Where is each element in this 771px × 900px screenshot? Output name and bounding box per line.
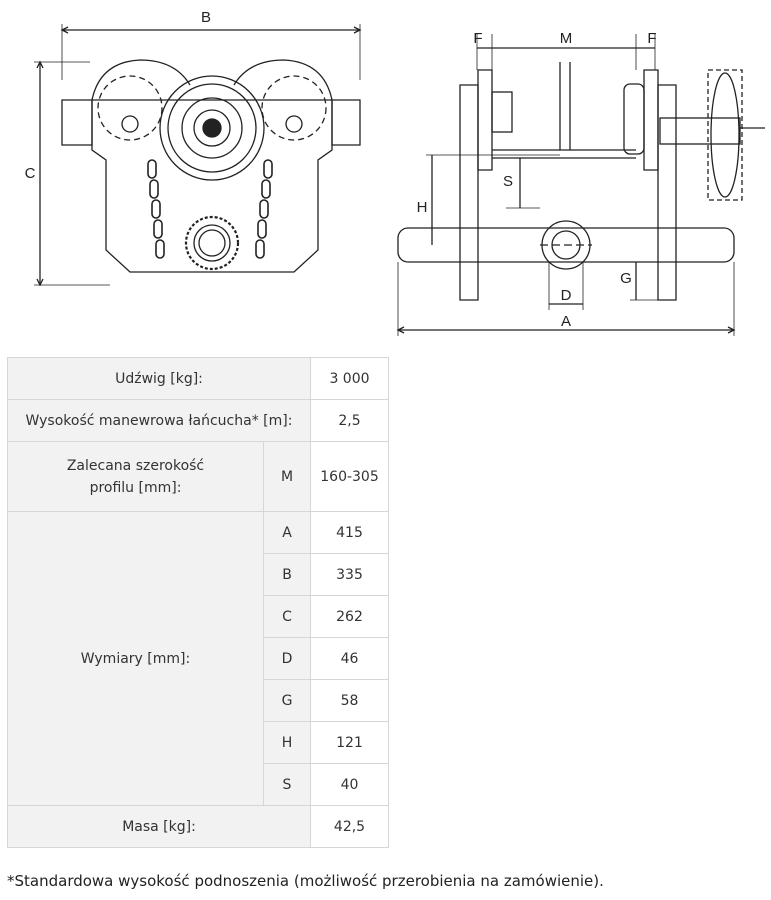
- table-row: B 335: [8, 553, 389, 596]
- table-row: Udźwig [kg]: 3 000: [7, 357, 389, 400]
- mass-label: Masa [kg]:: [7, 805, 311, 848]
- table-row: G 58: [8, 679, 389, 722]
- table-row: Masa [kg]: 42,5: [7, 805, 389, 848]
- dim-label-G: G: [620, 270, 632, 287]
- profile-label: Zalecana szerokość profilu [mm]:: [7, 441, 264, 512]
- dim-label-F-right: F: [647, 30, 656, 47]
- dim-symbol: C: [263, 595, 311, 638]
- dim-label-H: H: [417, 199, 428, 216]
- footnote: *Standardowa wysokość podnoszenia (możli…: [7, 872, 604, 890]
- chain-height-value: 2,5: [310, 399, 389, 442]
- dim-label-D: D: [561, 287, 572, 304]
- capacity-label: Udźwig [kg]:: [7, 357, 311, 400]
- dim-label-A: A: [561, 313, 571, 330]
- table-row: H 121: [8, 721, 389, 764]
- dim-value: 58: [310, 679, 389, 722]
- dim-symbol: A: [263, 511, 311, 554]
- dim-symbol: G: [263, 679, 311, 722]
- dim-label-M: M: [560, 30, 573, 47]
- profile-label-line1: Zalecana szerokość: [66, 457, 205, 474]
- front-view-drawing: [34, 24, 362, 287]
- dim-value: 262: [310, 595, 389, 638]
- dim-symbol: B: [263, 553, 311, 596]
- capacity-value: 3 000: [310, 357, 389, 400]
- dim-value: 121: [310, 721, 389, 764]
- table-row: D 46: [8, 637, 389, 680]
- spec-table: Udźwig [kg]: 3 000 Wysokość manewrowa ła…: [7, 357, 389, 848]
- dim-symbol: H: [263, 721, 311, 764]
- dim-label-S: S: [503, 173, 513, 190]
- side-view-drawing: [396, 34, 765, 336]
- profile-symbol: M: [263, 441, 311, 512]
- dim-label-B: B: [201, 9, 211, 26]
- dim-label-C: C: [25, 165, 36, 182]
- dimensions-label: Wymiary [mm]:: [7, 511, 264, 806]
- profile-value: 160-305: [310, 441, 389, 512]
- dim-symbol: S: [263, 763, 311, 806]
- table-row: Zalecana szerokość profilu [mm]: M 160-3…: [7, 441, 389, 512]
- technical-drawings: B C F M F S H G D A: [25, 9, 765, 336]
- table-row: C 262: [8, 595, 389, 638]
- dim-value: 40: [310, 763, 389, 806]
- table-row: Wymiary [mm]: A 415: [7, 511, 389, 806]
- dim-label-F-left: F: [473, 30, 482, 47]
- dim-value: 46: [310, 637, 389, 680]
- chain-height-label: Wysokość manewrowa łańcucha* [m]:: [7, 399, 311, 442]
- profile-label-line2: profilu [mm]:: [89, 479, 182, 496]
- dim-value: 415: [310, 511, 389, 554]
- mass-value: 42,5: [310, 805, 389, 848]
- dim-value: 335: [310, 553, 389, 596]
- dim-symbol: D: [263, 637, 311, 680]
- table-row: Wysokość manewrowa łańcucha* [m]: 2,5: [7, 399, 389, 442]
